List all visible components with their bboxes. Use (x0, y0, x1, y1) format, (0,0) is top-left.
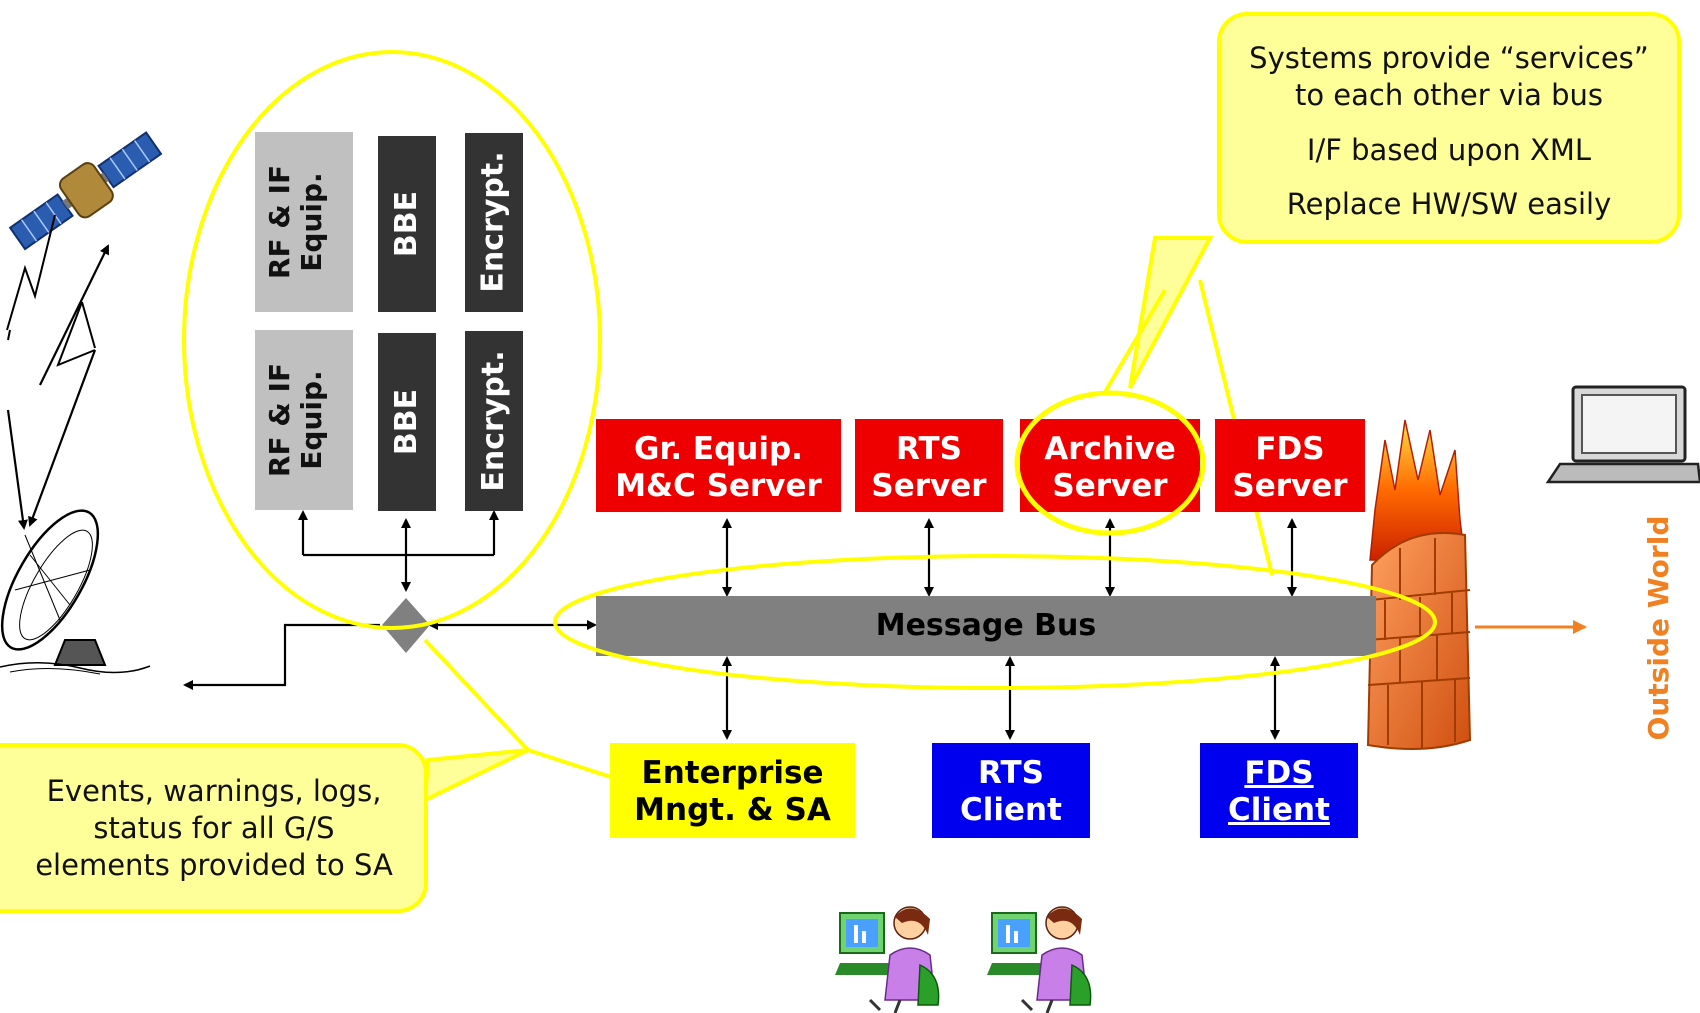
enterprise-mngt-sa: Enterprise Mngt. & SA (610, 743, 855, 838)
laptop-icon (1545, 385, 1700, 484)
callout-bottom-line3: elements provided to SA (35, 847, 393, 882)
encrypt-label-2: Encrypt. (476, 350, 511, 492)
callout-top-line1: Systems provide “services” (1249, 41, 1649, 75)
ground-antenna-icon (0, 509, 151, 675)
bbe-label-1: BBE (389, 190, 424, 258)
bus-gateway-node (382, 598, 430, 653)
callout-top-line4: Replace HW/SW easily (1286, 187, 1612, 222)
satellite-icon (8, 131, 163, 251)
fds-client: FDS Client (1200, 743, 1358, 838)
bbe-label-2: BBE (389, 388, 424, 456)
callout-bottom-line2: status for all G/S (93, 810, 335, 845)
fds-server: FDS Server (1215, 419, 1365, 512)
outside-world-label: Outside World (1642, 515, 1675, 741)
operator-icon (987, 906, 1092, 1013)
callout-pointer-top (1128, 236, 1214, 389)
rf-if-equip-label-1: RF & IF Equip. (263, 164, 329, 280)
rf-if-equip-label-2: RF & IF Equip. (263, 362, 329, 478)
radio-link (6, 214, 109, 530)
firewall-icon (1366, 419, 1472, 750)
message-bus: Message Bus (596, 596, 1376, 656)
operator-icon (835, 906, 940, 1013)
rts-server: RTS Server (855, 419, 1003, 512)
equipment-connectors (298, 510, 597, 630)
archive-server: Archive Server (1020, 419, 1200, 512)
callout-bottom: Events, warnings, logs, status for all G… (0, 743, 428, 913)
callout-top: Systems provide “services” to each other… (1217, 12, 1681, 244)
callout-bottom-line1: Events, warnings, logs, (46, 774, 382, 808)
encrypt-label-1: Encrypt. (475, 151, 511, 293)
callout-pointer-bottom (422, 748, 529, 804)
gr-equip-mc-server: Gr. Equip. M&C Server (596, 419, 841, 512)
rts-client: RTS Client (932, 743, 1090, 838)
callout-top-line3: I/F based upon XML (1306, 132, 1592, 167)
callout-top-line2: to each other via bus (1294, 77, 1604, 112)
